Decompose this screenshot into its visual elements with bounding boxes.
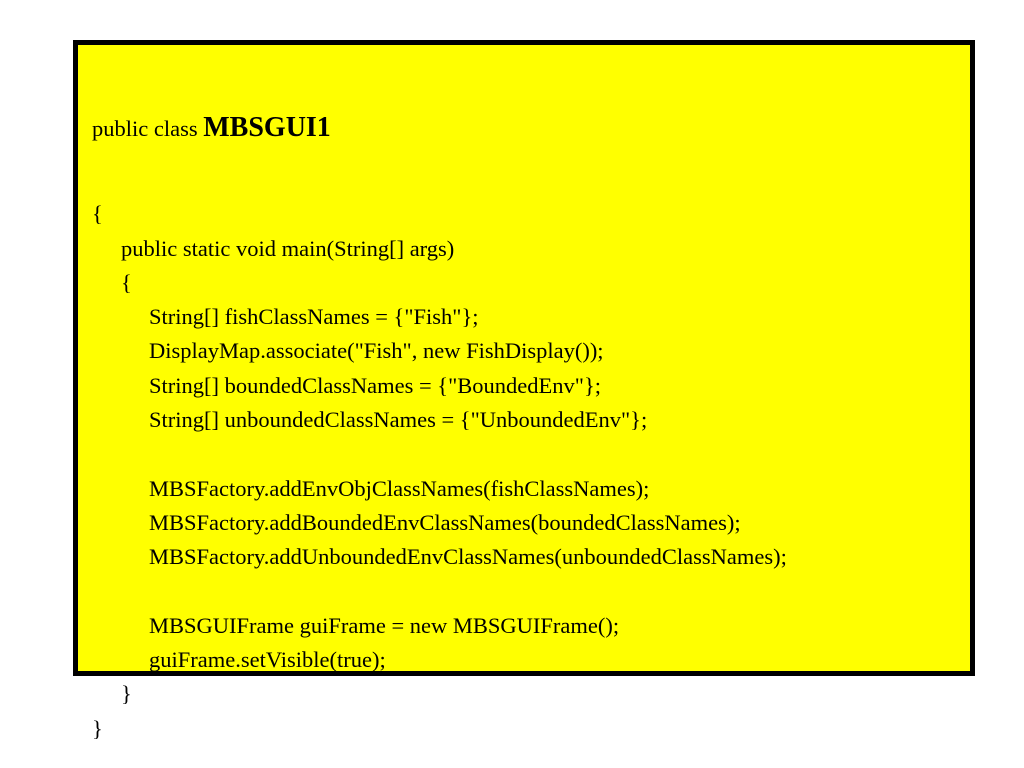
- code-line: {: [92, 201, 103, 227]
- code-listing: public class MBSGUI1 { public static void…: [92, 59, 787, 746]
- code-line: {: [121, 269, 132, 295]
- code-line: String[] fishClassNames = {"Fish"};: [149, 304, 479, 330]
- code-line: String[] unboundedClassNames = {"Unbound…: [149, 407, 648, 433]
- class-name: MBSGUI1: [203, 112, 331, 143]
- code-line: public static void main(String[] args): [121, 235, 455, 261]
- code-line: DisplayMap.associate("Fish", new FishDis…: [149, 338, 604, 364]
- code-line: }: [92, 715, 103, 741]
- class-keyword: public class: [92, 116, 204, 141]
- code-line: String[] boundedClassNames = {"BoundedEn…: [149, 372, 601, 398]
- code-box: public class MBSGUI1 { public static void…: [73, 40, 975, 741]
- code-line: [92, 437, 787, 471]
- code-line: guiFrame.setVisible(true);: [149, 647, 386, 673]
- class-declaration-line: public class MBSGUI1: [92, 111, 787, 145]
- code-line: MBSFactory.addBoundedEnvClassNames(bound…: [149, 509, 741, 535]
- code-line: MBSFactory.addEnvObjClassNames(fishClass…: [149, 475, 650, 501]
- code-line: MBSGUIFrame guiFrame = new MBSGUIFrame()…: [149, 612, 620, 638]
- code-line: MBSFactory.addUnboundedEnvClassNames(unb…: [149, 544, 787, 570]
- code-line: [92, 575, 787, 609]
- code-line: }: [121, 681, 132, 707]
